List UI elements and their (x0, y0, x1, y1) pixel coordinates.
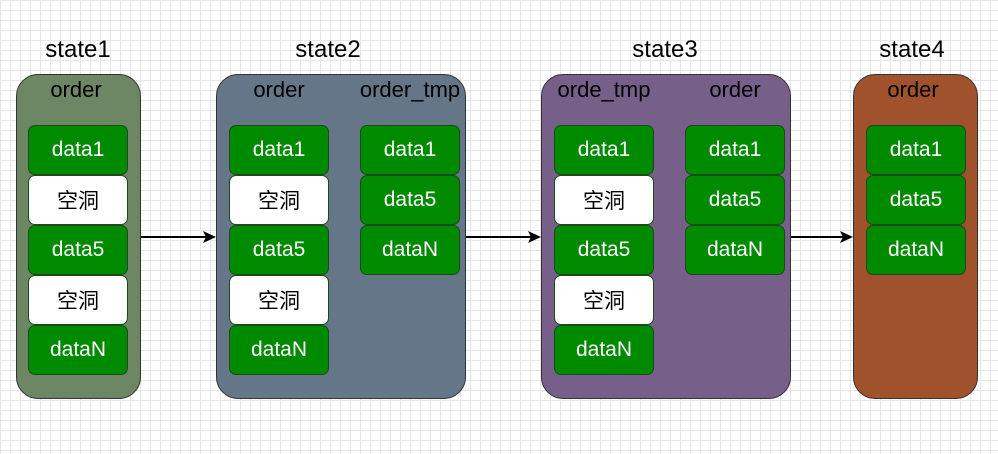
arrow-state2-to-state3 (466, 231, 541, 243)
state4-container: order data1 data5 dataN (853, 74, 978, 399)
hole-cell: 空洞 (28, 275, 128, 325)
data-cell: data5 (360, 175, 460, 225)
hole-cell: 空洞 (554, 275, 654, 325)
state3-orde-tmp-label: orde_tmp (557, 77, 651, 102)
data-cell: data1 (360, 125, 460, 175)
state1-column-label: order (50, 77, 102, 102)
data-cell: dataN (866, 225, 966, 275)
state1-title: state1 (45, 36, 111, 63)
data-cell: data1 (866, 125, 966, 175)
data-cell: data5 (685, 175, 785, 225)
state3-order-label: order (709, 77, 761, 102)
data-cell: data5 (866, 175, 966, 225)
data-cell: dataN (554, 325, 654, 375)
data-cell: dataN (28, 325, 128, 375)
state1-container: order data1 空洞 data5 空洞 dataN (16, 74, 141, 399)
data-cell: data5 (28, 225, 128, 275)
state2-container: order order_tmp data1 空洞 data5 空洞 dataN … (216, 74, 466, 399)
state4-order-label: order (887, 77, 939, 102)
data-cell: data1 (685, 125, 785, 175)
hole-cell: 空洞 (28, 175, 128, 225)
data-cell: dataN (685, 225, 785, 275)
data-cell: dataN (360, 225, 460, 275)
data-cell: data1 (554, 125, 654, 175)
arrow-state3-to-state4 (791, 231, 853, 243)
data-cell: data1 (229, 125, 329, 175)
hole-cell: 空洞 (554, 175, 654, 225)
data-cell: data5 (229, 225, 329, 275)
data-cell: data1 (28, 125, 128, 175)
state3-container: orde_tmp order data1 空洞 data5 空洞 dataN d… (541, 74, 791, 399)
state3-title: state3 (632, 36, 698, 63)
state4-title: state4 (879, 36, 945, 63)
hole-cell: 空洞 (229, 175, 329, 225)
hole-cell: 空洞 (229, 275, 329, 325)
state2-order-tmp-label: order_tmp (359, 77, 461, 102)
state2-title: state2 (295, 36, 361, 63)
data-cell: data5 (554, 225, 654, 275)
state2-order-label: order (253, 77, 305, 102)
arrow-state1-to-state2 (141, 231, 216, 243)
data-cell: dataN (229, 325, 329, 375)
